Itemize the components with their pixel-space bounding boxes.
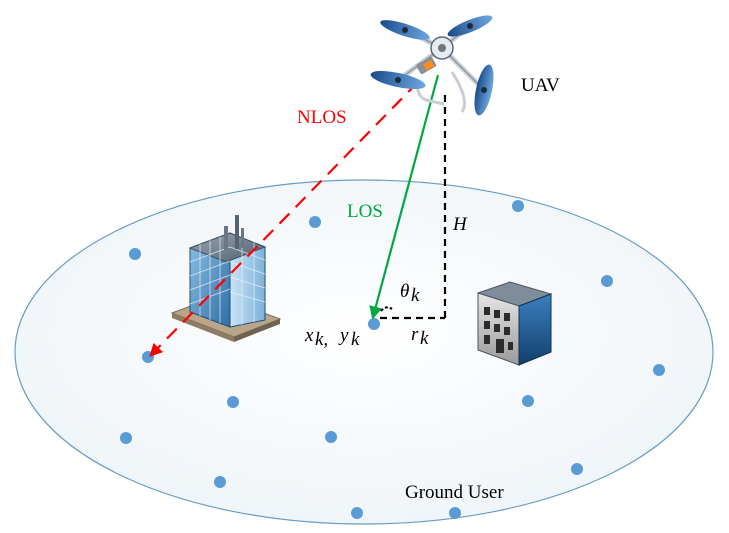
los-path: [369, 74, 440, 320]
user-dot: [325, 431, 337, 443]
user-dot: [129, 248, 141, 260]
drone-icon: [370, 15, 494, 116]
svg-text:k: k: [351, 329, 360, 350]
nlos-label: NLOS: [297, 107, 347, 128]
user-dot: [214, 476, 226, 488]
user-dot: [571, 463, 583, 475]
user-dot: [522, 395, 534, 407]
svg-text:k,: k,: [315, 329, 328, 350]
svg-text:r: r: [411, 324, 419, 345]
user-dot: [512, 200, 524, 212]
building-icon: [476, 281, 553, 366]
user-dot: [309, 216, 321, 228]
svg-text:θ: θ: [400, 281, 409, 302]
height-label: H: [452, 214, 468, 235]
theta-label: θ k: [400, 281, 420, 306]
user-dot: [449, 507, 461, 519]
user-dot: [227, 396, 239, 408]
user-dot: [351, 507, 363, 519]
ground-user-label: Ground User: [405, 482, 504, 503]
user-dot: [653, 364, 665, 376]
theta-arc: [380, 306, 393, 312]
svg-text:k: k: [411, 285, 420, 306]
uav-label: UAV: [521, 75, 560, 96]
user-position-label: x k, y k: [304, 325, 360, 350]
svg-text:y: y: [338, 325, 349, 346]
user-dot: [120, 432, 132, 444]
user-dot: [601, 275, 613, 287]
ground-area: [14, 179, 714, 525]
user-dot-k: [368, 318, 380, 330]
radius-label: r k: [411, 324, 429, 349]
nlos-path: [149, 81, 419, 357]
svg-text:k: k: [420, 328, 429, 349]
svg-text:x: x: [304, 325, 314, 346]
los-label: LOS: [347, 201, 383, 222]
ground-user-dots: [120, 200, 665, 519]
